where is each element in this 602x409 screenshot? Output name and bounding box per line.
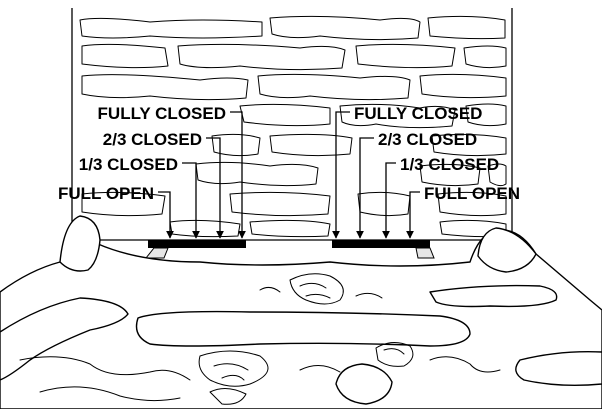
center-ember <box>198 350 269 387</box>
left-fully-closed-label: FULLY CLOSED <box>98 104 226 123</box>
right-leader-lines <box>332 111 420 239</box>
left-front-log <box>0 297 129 381</box>
log-set <box>0 215 602 409</box>
left-one-third-closed-label: 1/3 CLOSED <box>79 155 178 174</box>
right-damper <box>332 240 435 259</box>
right-full-open-label: FULL OPEN <box>424 184 520 203</box>
front-right-log <box>515 350 602 387</box>
right-log <box>477 227 537 273</box>
firebox-back-wall <box>71 8 513 240</box>
back-right-log <box>429 284 558 308</box>
rock <box>335 363 393 405</box>
left-leader-lines <box>158 111 246 239</box>
brick-pattern <box>79 15 507 238</box>
right-one-third-closed-label: 1/3 CLOSED <box>400 155 499 174</box>
left-damper <box>144 240 246 259</box>
upper-ember <box>289 273 344 305</box>
left-full-open-label: FULL OPEN <box>58 184 154 203</box>
right-fully-closed-label: FULLY CLOSED <box>354 104 482 123</box>
right-ember <box>375 342 414 367</box>
center-log <box>135 310 471 347</box>
left-log <box>59 215 101 272</box>
left-two-thirds-closed-label: 2/3 CLOSED <box>103 130 202 149</box>
right-two-thirds-closed-label: 2/3 CLOSED <box>378 130 477 149</box>
